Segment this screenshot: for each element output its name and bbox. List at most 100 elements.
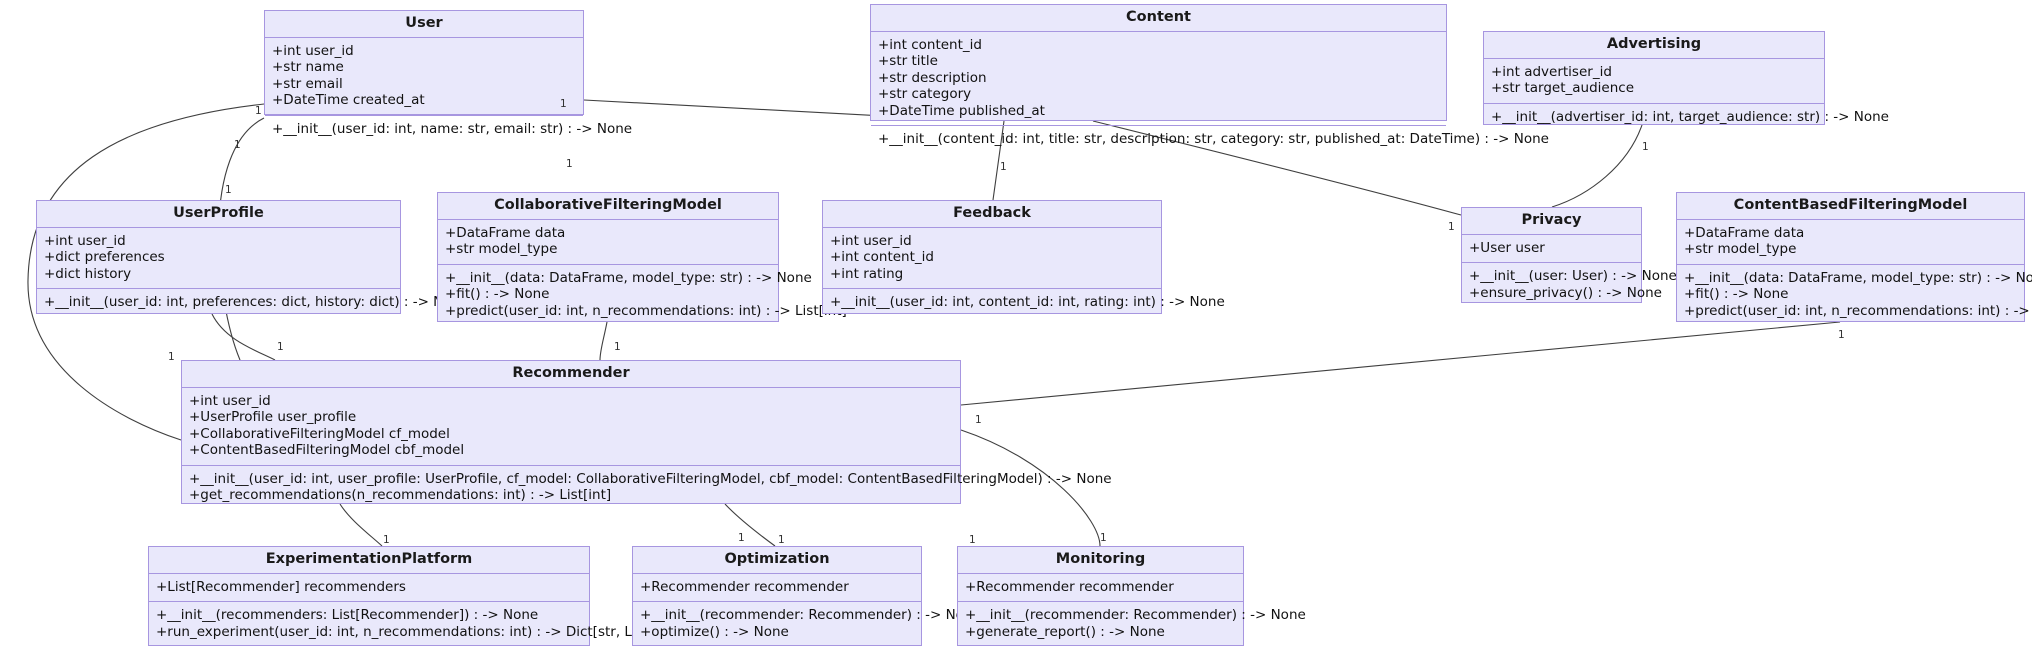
uml-class-user[interactable]: User+int user_id+str name+str email+Date… bbox=[264, 10, 632, 137]
attribute-row: +dict history bbox=[44, 265, 132, 282]
method-row: +__init__(recommender: Recommender) : ->… bbox=[965, 607, 1306, 624]
class-title: UserProfile bbox=[37, 201, 400, 228]
class-title: Content bbox=[871, 5, 1446, 32]
class-methods: +__init__(user: User) : -> None+ensure_p… bbox=[1462, 263, 1677, 307]
attribute-row: +User user bbox=[1469, 239, 1545, 256]
multiplicity-label: 1 bbox=[383, 534, 390, 546]
method-row: +__init__(user_id: int, preferences: dic… bbox=[44, 294, 469, 311]
class-methods: +__init__(advertiser_id: int, target_aud… bbox=[1484, 104, 1889, 131]
method-row: +__init__(content_id: int, title: str, d… bbox=[878, 131, 1549, 148]
attribute-row: +int user_id bbox=[272, 42, 354, 59]
class-methods: +__init__(user_id: int, user_profile: Us… bbox=[182, 466, 1112, 510]
method-row: +fit() : -> None bbox=[1684, 286, 1789, 303]
uml-class-experimentation[interactable]: ExperimentationPlatform+List[Recommender… bbox=[148, 546, 681, 646]
method-row: +predict(user_id: int, n_recommendations… bbox=[1684, 302, 2032, 319]
uml-class-privacy[interactable]: Privacy +User user +__init__(user: User) :… bbox=[1461, 207, 1677, 303]
attribute-row: +str name bbox=[272, 59, 344, 76]
class-methods: +__init__(user_id: int, content_id: int,… bbox=[823, 289, 1225, 316]
attribute-row: +Recommender recommender bbox=[640, 578, 849, 595]
multiplicity-label: 1 bbox=[778, 534, 785, 546]
method-row: +__init__(recommenders: List[Recommender… bbox=[156, 607, 539, 624]
multiplicity-label: 1 bbox=[566, 158, 573, 170]
edge-userprofile-recommender bbox=[211, 313, 276, 361]
attribute-row: +Recommender recommender bbox=[965, 578, 1174, 595]
class-methods: +__init__(recommenders: List[Recommender… bbox=[149, 602, 681, 646]
class-attributes: +DataFrame data+str model_type bbox=[1677, 220, 2024, 265]
multiplicity-label: 1 bbox=[1838, 329, 1845, 341]
attribute-row: +CollaborativeFilteringModel cf_model bbox=[189, 425, 450, 442]
method-row: +predict(user_id: int, n_recommendations… bbox=[445, 302, 847, 319]
attribute-row: +str description bbox=[878, 69, 987, 86]
method-row: +get_recommendations(n_recommendations: … bbox=[189, 487, 612, 504]
uml-class-optimization[interactable]: Optimization +Recommender recommender +__i… bbox=[632, 546, 981, 646]
method-row: +__init__(data: DataFrame, model_type: s… bbox=[445, 269, 812, 286]
class-title: Monitoring bbox=[958, 547, 1243, 574]
uml-class-monitoring[interactable]: Monitoring +Recommender recommender +__ini… bbox=[957, 546, 1306, 646]
attribute-row: +DataFrame data bbox=[445, 224, 566, 241]
class-attributes: +Recommender recommender bbox=[958, 574, 1243, 603]
method-row: +__init__(recommender: Recommender) : ->… bbox=[640, 607, 981, 624]
attribute-row: +List[Recommender] recommenders bbox=[156, 578, 406, 595]
class-title: Privacy bbox=[1462, 208, 1641, 235]
attribute-row: +int advertiser_id bbox=[1491, 63, 1612, 80]
class-attributes: +List[Recommender] recommenders bbox=[149, 574, 589, 603]
class-title: Recommender bbox=[182, 361, 960, 388]
class-attributes: +Recommender recommender bbox=[633, 574, 921, 603]
edge-recommender-optimization bbox=[724, 503, 776, 547]
uml-class-cbfmodel[interactable]: ContentBasedFilteringModel+DataFrame dat… bbox=[1676, 192, 2032, 325]
attribute-row: +str model_type bbox=[1684, 241, 1797, 258]
method-row: +ensure_privacy() : -> None bbox=[1469, 284, 1662, 301]
class-methods: +__init__(user_id: int, preferences: dic… bbox=[37, 289, 469, 316]
uml-class-recommender[interactable]: Recommender+int user_id+UserProfile user… bbox=[181, 360, 1112, 504]
attribute-row: +str title bbox=[878, 53, 938, 70]
multiplicity-label: 1 bbox=[1100, 532, 1107, 544]
class-methods: +__init__(recommender: Recommender) : ->… bbox=[633, 602, 981, 646]
multiplicity-label: 1 bbox=[1448, 221, 1455, 233]
method-row: +__init__(user_id: int, name: str, email… bbox=[272, 120, 633, 137]
class-title: Advertising bbox=[1484, 32, 1824, 59]
class-methods: +__init__(data: DataFrame, model_type: s… bbox=[438, 265, 847, 325]
class-title: User bbox=[265, 11, 583, 38]
class-methods: +__init__(recommender: Recommender) : ->… bbox=[958, 602, 1306, 646]
attribute-row: +str category bbox=[878, 86, 972, 103]
uml-class-userprofile[interactable]: UserProfile+int user_id+dict preferences… bbox=[36, 200, 469, 316]
attribute-row: +int user_id bbox=[830, 232, 912, 249]
attribute-row: +int content_id bbox=[830, 249, 934, 266]
class-methods: +__init__(content_id: int, title: str, d… bbox=[871, 126, 1549, 153]
method-row: +__init__(user: User) : -> None bbox=[1469, 268, 1677, 285]
class-attributes: +int user_id+UserProfile user_profile+Co… bbox=[182, 388, 960, 466]
attribute-row: +dict preferences bbox=[44, 249, 165, 266]
class-methods: +__init__(data: DataFrame, model_type: s… bbox=[1677, 265, 2032, 325]
method-row: +__init__(advertiser_id: int, target_aud… bbox=[1491, 108, 1889, 125]
method-row: +__init__(data: DataFrame, model_type: s… bbox=[1684, 269, 2032, 286]
uml-class-content[interactable]: Content+int content_id+str title+str des… bbox=[870, 4, 1549, 147]
attribute-row: +int content_id bbox=[878, 36, 982, 53]
class-attributes: +int user_id+dict preferences+dict histo… bbox=[37, 228, 400, 290]
edge-recommender-cbfmodel bbox=[960, 321, 1841, 406]
class-attributes: +int content_id+str title+str descriptio… bbox=[871, 32, 1446, 127]
method-row: +fit() : -> None bbox=[445, 286, 550, 303]
attribute-row: +DateTime created_at bbox=[272, 92, 425, 109]
class-attributes: +User user bbox=[1462, 235, 1641, 264]
multiplicity-label: 1 bbox=[277, 341, 284, 353]
multiplicity-label: 1 bbox=[975, 414, 982, 426]
uml-class-cfmodel[interactable]: CollaborativeFilteringModel+DataFrame da… bbox=[437, 192, 847, 325]
class-title: CollaborativeFilteringModel bbox=[438, 193, 778, 220]
attribute-row: +int user_id bbox=[189, 392, 271, 409]
class-attributes: +DataFrame data+str model_type bbox=[438, 220, 778, 265]
method-row: +generate_report() : -> None bbox=[965, 623, 1165, 640]
method-row: +__init__(user_id: int, content_id: int,… bbox=[830, 294, 1225, 311]
attribute-row: +DateTime published_at bbox=[878, 102, 1045, 119]
multiplicity-label: 1 bbox=[234, 139, 241, 151]
class-title: Optimization bbox=[633, 547, 921, 574]
multiplicity-label: 1 bbox=[1000, 161, 1007, 173]
multiplicity-label: 1 bbox=[560, 98, 567, 110]
uml-class-feedback[interactable]: Feedback+int user_id+int content_id+int … bbox=[822, 200, 1225, 316]
class-title: ContentBasedFilteringModel bbox=[1677, 193, 2024, 220]
attribute-row: +str target_audience bbox=[1491, 80, 1635, 97]
uml-class-advertising[interactable]: Advertising +int advertiser_id+str target… bbox=[1483, 31, 1889, 125]
class-title: Feedback bbox=[823, 201, 1161, 228]
class-attributes: +int user_id+str name+str email+DateTime… bbox=[265, 38, 583, 116]
class-methods: +__init__(user_id: int, name: str, email… bbox=[265, 116, 633, 143]
